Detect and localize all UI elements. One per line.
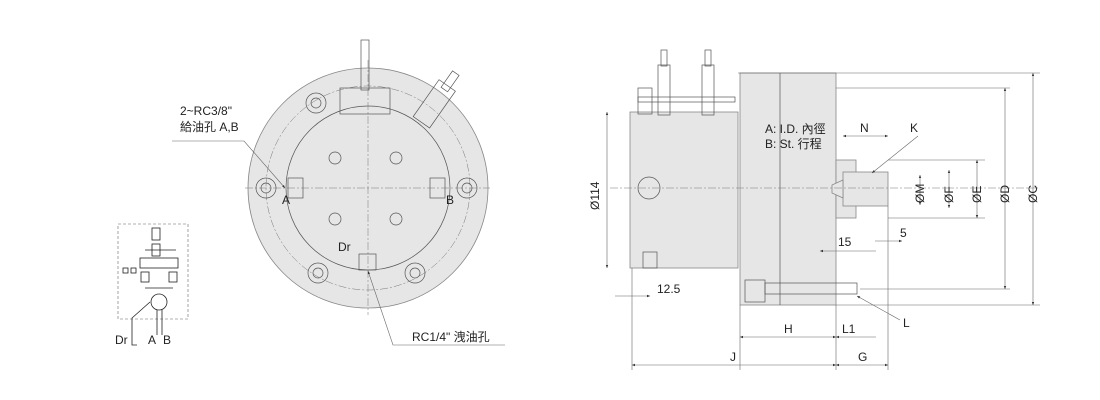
dim-5: 5 [900, 226, 907, 240]
drain-port-leader [367, 270, 505, 346]
legend-stroke: B: St. 行程 [765, 136, 822, 151]
port-a-boss [287, 177, 304, 199]
drain-boss [358, 253, 377, 271]
supply-port-spec: 2~RC3/8" [180, 104, 232, 118]
dim-n: N [860, 121, 869, 135]
sensor-posts [637, 49, 736, 116]
jaw-screws [328, 151, 403, 226]
side-view: A: I.D. 內徑 B: St. 行程 Ø114 12.5 N K ØM ØF… [588, 49, 1040, 370]
dim-dia-c: ØC [1026, 185, 1040, 203]
dim-l: L [903, 316, 910, 330]
dim-j: J [730, 350, 736, 364]
dim-dia-f: ØF [942, 186, 956, 203]
drain-label: Dr [338, 240, 351, 254]
dim-dia-m: ØM [913, 184, 927, 203]
valve-body [629, 111, 739, 269]
dim-l1: L1 [842, 322, 856, 336]
dim-12-5: 12.5 [657, 282, 681, 296]
valve-block-top [339, 39, 460, 129]
hydraulic-schematic: Dr A B [115, 223, 189, 347]
dim-h: H [784, 322, 793, 336]
dim-dia-114: Ø114 [588, 181, 602, 210]
front-view: A B Dr 2~RC3/8" 給油孔 A,B RC1/4" 洩油孔 [172, 39, 505, 346]
legend-id: A: I.D. 內徑 [765, 122, 826, 136]
dim-g: G [858, 350, 867, 364]
dim-k: K [910, 121, 918, 135]
piston-spigot [842, 171, 889, 207]
dim-15: 15 [838, 235, 852, 249]
supply-port-leader [172, 140, 286, 189]
port-b-boss [429, 177, 446, 199]
bolt [764, 282, 858, 295]
schematic-dr-label: Dr [115, 333, 128, 347]
drain-port-spec: RC1/4" 洩油孔 [412, 330, 490, 344]
dim-dia-d: ØD [998, 185, 1012, 203]
supply-port-desc: 給油孔 A,B [180, 120, 239, 134]
schematic-b-label: B [163, 333, 171, 347]
port-a-label: A [282, 193, 290, 207]
port-b-label: B [446, 193, 454, 207]
cylinder-flange [739, 72, 837, 306]
schematic-a-label: A [148, 333, 156, 347]
mounting-holes [255, 92, 478, 284]
dim-dia-e: ØE [970, 186, 984, 203]
